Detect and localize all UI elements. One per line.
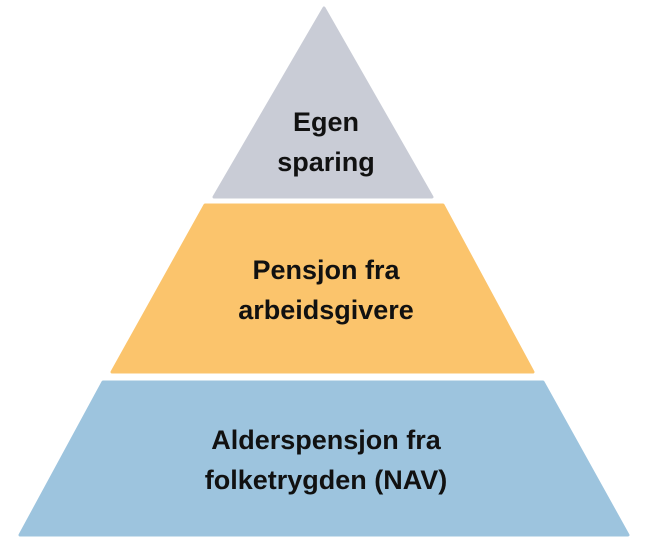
pyramid-level-top-shape	[212, 6, 434, 199]
label-line: arbeidsgivere	[238, 295, 414, 325]
pyramid-level-bottom-shape	[18, 380, 630, 537]
label-line: Egen	[292, 107, 359, 137]
label-line: folketrygden (NAV)	[204, 465, 448, 495]
label-line: Alderspensjon fra	[211, 425, 441, 455]
pyramid-level-top-label: Egen sparing	[0, 102, 652, 182]
pyramid-level-middle-label: Pensjon fra arbeidsgivere	[0, 250, 652, 330]
pyramid-level-bottom-label: Alderspensjon fra folketrygden (NAV)	[0, 420, 652, 500]
pyramid-level-middle-shape	[110, 203, 535, 374]
label-line: sparing	[277, 147, 375, 177]
label-line: Pensjon fra	[252, 255, 400, 285]
